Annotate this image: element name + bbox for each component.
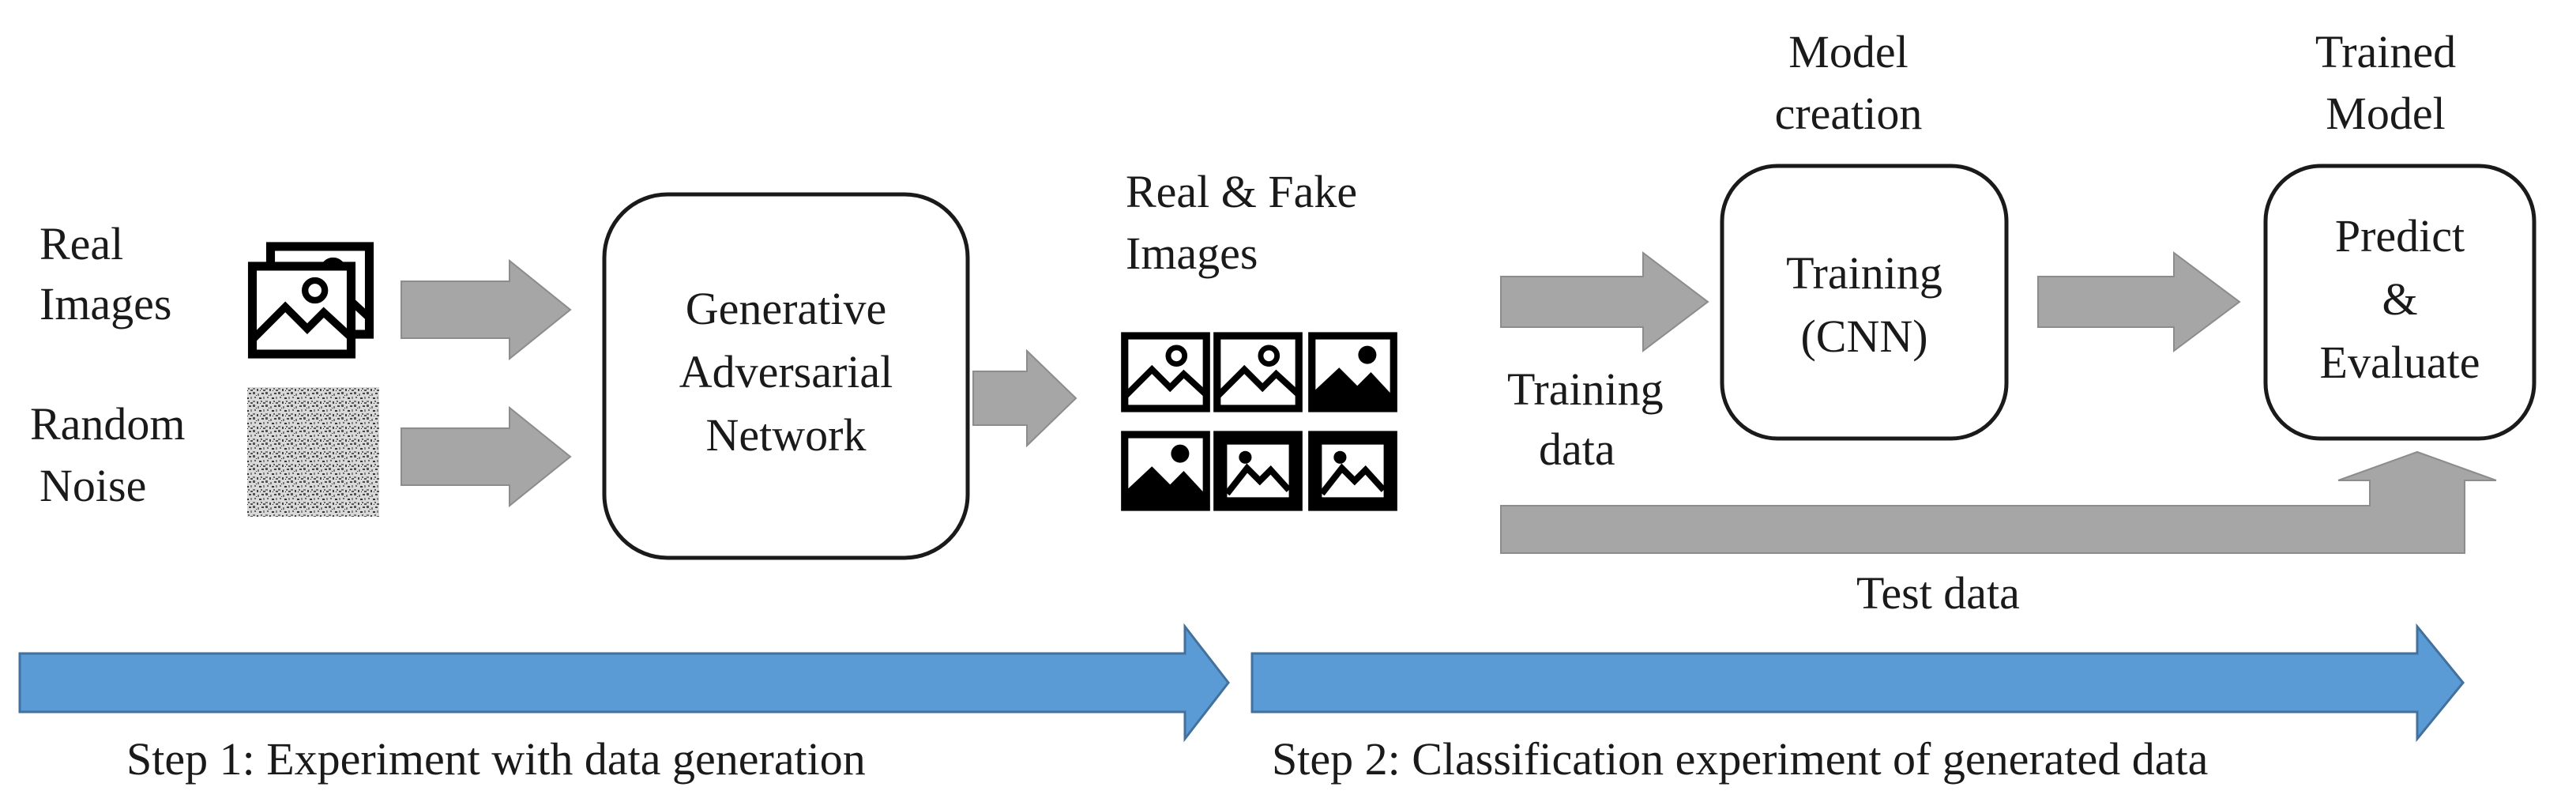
generated-images: Real & Fake Images xyxy=(1125,166,1394,507)
image-icon xyxy=(1217,336,1299,409)
image-icon xyxy=(1312,435,1394,507)
step2-arrow xyxy=(1250,623,2465,743)
predict-evaluate-box: Predict & Evaluate xyxy=(2263,164,2537,441)
real-images-label-line1: Real xyxy=(39,218,123,269)
flow-arrow-training-data xyxy=(1500,250,1709,353)
training-box-line2: (CNN) xyxy=(1800,311,1927,362)
image-icon xyxy=(1312,336,1394,409)
random-noise-label-line1: Random xyxy=(30,398,186,450)
predict-box-line3: Evaluate xyxy=(2320,337,2480,388)
step1-arrow xyxy=(18,623,1230,743)
model-creation-caption-line2: creation xyxy=(1775,88,1923,139)
flow-arrow-real-to-gan xyxy=(401,258,572,361)
training-data-label-line1: Training xyxy=(1507,363,1664,415)
random-noise-input: Random Noise xyxy=(30,387,379,517)
image-icon xyxy=(1125,435,1207,507)
step1-label: Step 1: Experiment with data generation xyxy=(126,733,866,785)
model-creation-caption-line1: Model xyxy=(1788,26,1908,77)
test-data-label: Test data xyxy=(1856,567,2020,619)
image-grid xyxy=(1125,336,1394,507)
training-data-label-line2: data xyxy=(1539,424,1615,475)
gan-label-line3: Network xyxy=(706,409,867,461)
training-cnn-box: Training (CNN) xyxy=(1720,164,2009,441)
random-noise-label-line2: Noise xyxy=(39,460,146,511)
step2-label: Step 2: Classification experiment of gen… xyxy=(1272,733,2208,785)
predict-box-line1: Predict xyxy=(2335,210,2465,262)
predict-box-line2: & xyxy=(2382,273,2417,325)
gan-label-line2: Adversarial xyxy=(679,346,893,397)
real-images-input: Real Images xyxy=(39,218,370,354)
real-images-label-line2: Images xyxy=(39,278,172,329)
image-stack-icon xyxy=(253,247,370,354)
trained-model-caption-line1: Trained xyxy=(2315,26,2456,77)
noise-texture xyxy=(247,387,379,517)
image-icon xyxy=(1125,336,1207,409)
generated-label-line1: Real & Fake xyxy=(1126,166,1357,217)
trained-model-caption-line2: Model xyxy=(2326,88,2445,139)
gan-label-line1: Generative xyxy=(686,283,886,334)
flow-arrow-gan-to-images xyxy=(972,348,1077,448)
flow-arrow-training-to-trained xyxy=(2037,251,2241,352)
gan-box: Generative Adversarial Network xyxy=(602,192,970,560)
flow-arrow-test-data xyxy=(1500,450,2497,554)
flow-arrow-noise-to-gan xyxy=(401,405,572,508)
generated-label-line2: Images xyxy=(1126,228,1258,279)
image-icon xyxy=(1217,435,1299,507)
training-box-line1: Training xyxy=(1786,247,1942,299)
